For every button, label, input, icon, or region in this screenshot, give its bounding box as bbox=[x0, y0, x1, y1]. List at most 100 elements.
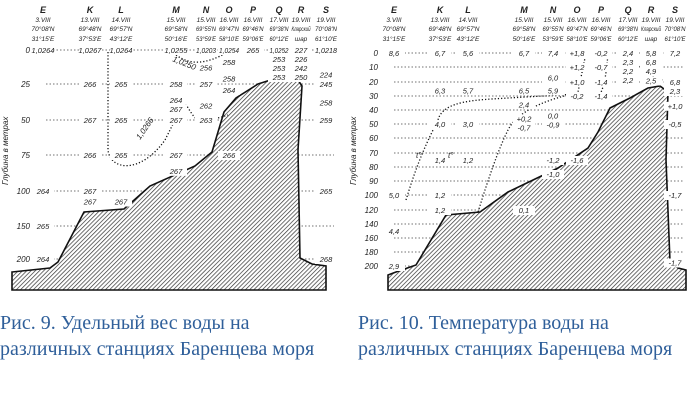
value-background bbox=[79, 46, 101, 55]
value-background bbox=[315, 70, 337, 80]
measurement-value: 6,7 bbox=[519, 49, 530, 58]
measurement-value: 2,9 bbox=[388, 262, 400, 271]
value-background bbox=[218, 46, 240, 55]
value-background bbox=[218, 74, 240, 84]
value-background bbox=[664, 78, 686, 87]
value-background bbox=[218, 151, 240, 160]
value-background bbox=[268, 73, 290, 82]
station-date: 16.VIII bbox=[592, 17, 611, 24]
value-background bbox=[617, 67, 639, 76]
value-background bbox=[513, 206, 535, 215]
measurement-value: 258 bbox=[222, 58, 236, 67]
station-longitude: 37°53'E bbox=[429, 35, 452, 43]
station-letter: S bbox=[323, 5, 329, 15]
measurement-value: 226 bbox=[294, 55, 308, 64]
isoline bbox=[477, 94, 569, 213]
value-background bbox=[290, 46, 312, 55]
measurement-value: 6,3 bbox=[435, 86, 446, 95]
value-background bbox=[110, 197, 132, 207]
measurement-value: 258 bbox=[222, 75, 236, 84]
value-background bbox=[110, 80, 132, 89]
value-background bbox=[542, 111, 564, 121]
measurement-value: 267 bbox=[83, 116, 97, 125]
station-latitude: 69°57'N bbox=[110, 25, 133, 33]
station-longitude: 58°10'E bbox=[567, 35, 589, 43]
station-date: 17.VIII bbox=[619, 17, 638, 24]
measurement-value: 253 bbox=[272, 73, 286, 82]
isoline-label: 1,0266 bbox=[134, 115, 156, 141]
depth-label: 70 bbox=[369, 149, 378, 158]
value-background bbox=[566, 63, 588, 72]
value-background bbox=[315, 46, 337, 55]
measurement-value: 5,8 bbox=[646, 49, 657, 58]
value-background bbox=[566, 49, 588, 58]
station-longitude: 43°12'E bbox=[457, 35, 480, 43]
station-date: 3.VIII bbox=[35, 17, 50, 24]
station-latitude: 69°46'N bbox=[591, 25, 612, 33]
depth-label: 10 bbox=[369, 63, 378, 72]
measurement-value: 2,2 bbox=[622, 67, 634, 76]
measurement-value: -0,7 bbox=[595, 63, 609, 72]
value-background bbox=[110, 116, 132, 125]
value-background bbox=[640, 58, 662, 67]
value-background bbox=[640, 76, 662, 86]
measurement-value: 2,5 bbox=[645, 77, 657, 86]
station-letter: K bbox=[87, 5, 95, 15]
measurement-value: 5,6 bbox=[463, 49, 474, 58]
station-latitude: 69°38'N bbox=[270, 25, 289, 33]
value-background bbox=[268, 55, 290, 64]
depth-label: 0 bbox=[26, 46, 31, 55]
value-background bbox=[315, 98, 337, 108]
measurement-value: +1,0 bbox=[570, 78, 586, 87]
station-date: 19.VIII bbox=[292, 17, 311, 24]
measurement-value: 1,0203 bbox=[196, 46, 217, 55]
station-letter: P bbox=[598, 5, 605, 15]
station-letter: R bbox=[298, 5, 305, 15]
measurement-value: -1,4 bbox=[595, 92, 608, 101]
station-date: 19.VIII bbox=[666, 17, 685, 24]
depth-axis-label: Глубина в метрах bbox=[1, 116, 10, 185]
measurement-value: -1,4 bbox=[595, 78, 608, 87]
value-background bbox=[664, 191, 686, 200]
value-background bbox=[165, 104, 187, 114]
station-longitude: 53°59'E bbox=[196, 35, 217, 43]
measurement-value: 263 bbox=[199, 116, 213, 125]
value-background bbox=[542, 120, 564, 130]
measurement-value: 6,8 bbox=[646, 58, 657, 67]
measurement-value: 267 bbox=[169, 105, 183, 114]
station-latitude: 69°48'N bbox=[429, 25, 452, 33]
measurement-value: 253 bbox=[272, 64, 286, 73]
measurement-value: 1,2 bbox=[435, 206, 446, 215]
value-background bbox=[165, 166, 187, 176]
value-background bbox=[513, 100, 535, 110]
measurement-value: 1,0218 bbox=[315, 46, 338, 55]
measurement-value: 2,3 bbox=[669, 87, 681, 96]
station-date: 14.VIII bbox=[459, 17, 478, 24]
measurement-value: 257 bbox=[199, 80, 213, 89]
value-background bbox=[513, 49, 535, 58]
value-background bbox=[383, 262, 405, 271]
value-background bbox=[457, 49, 479, 58]
station-latitude: 69°55'N bbox=[196, 25, 216, 33]
station-longitude: 60°12'E bbox=[270, 35, 290, 43]
station-latitude: 69°38'N bbox=[618, 25, 638, 33]
measurement-value: 264 bbox=[36, 187, 50, 196]
measurement-value: 258 bbox=[169, 80, 183, 89]
value-background bbox=[79, 116, 101, 125]
measurement-value: 2,2 bbox=[622, 76, 634, 85]
measurement-value: -0,9 bbox=[547, 121, 561, 130]
value-background bbox=[542, 49, 564, 58]
value-background bbox=[513, 86, 535, 96]
station-longitude: 58°10'E bbox=[219, 35, 240, 43]
value-background bbox=[315, 80, 337, 89]
value-background bbox=[664, 87, 686, 96]
value-background bbox=[218, 85, 240, 95]
station-date: 19.VIII bbox=[317, 17, 336, 24]
value-background bbox=[383, 191, 405, 200]
value-background bbox=[165, 95, 187, 105]
value-background bbox=[542, 170, 564, 179]
measurement-value: -1,2 bbox=[547, 156, 561, 165]
station-latitude: 70°08'N bbox=[383, 25, 406, 33]
isoline-label: 1,0250 bbox=[171, 55, 198, 73]
measurement-value: 7,2 bbox=[670, 49, 681, 58]
